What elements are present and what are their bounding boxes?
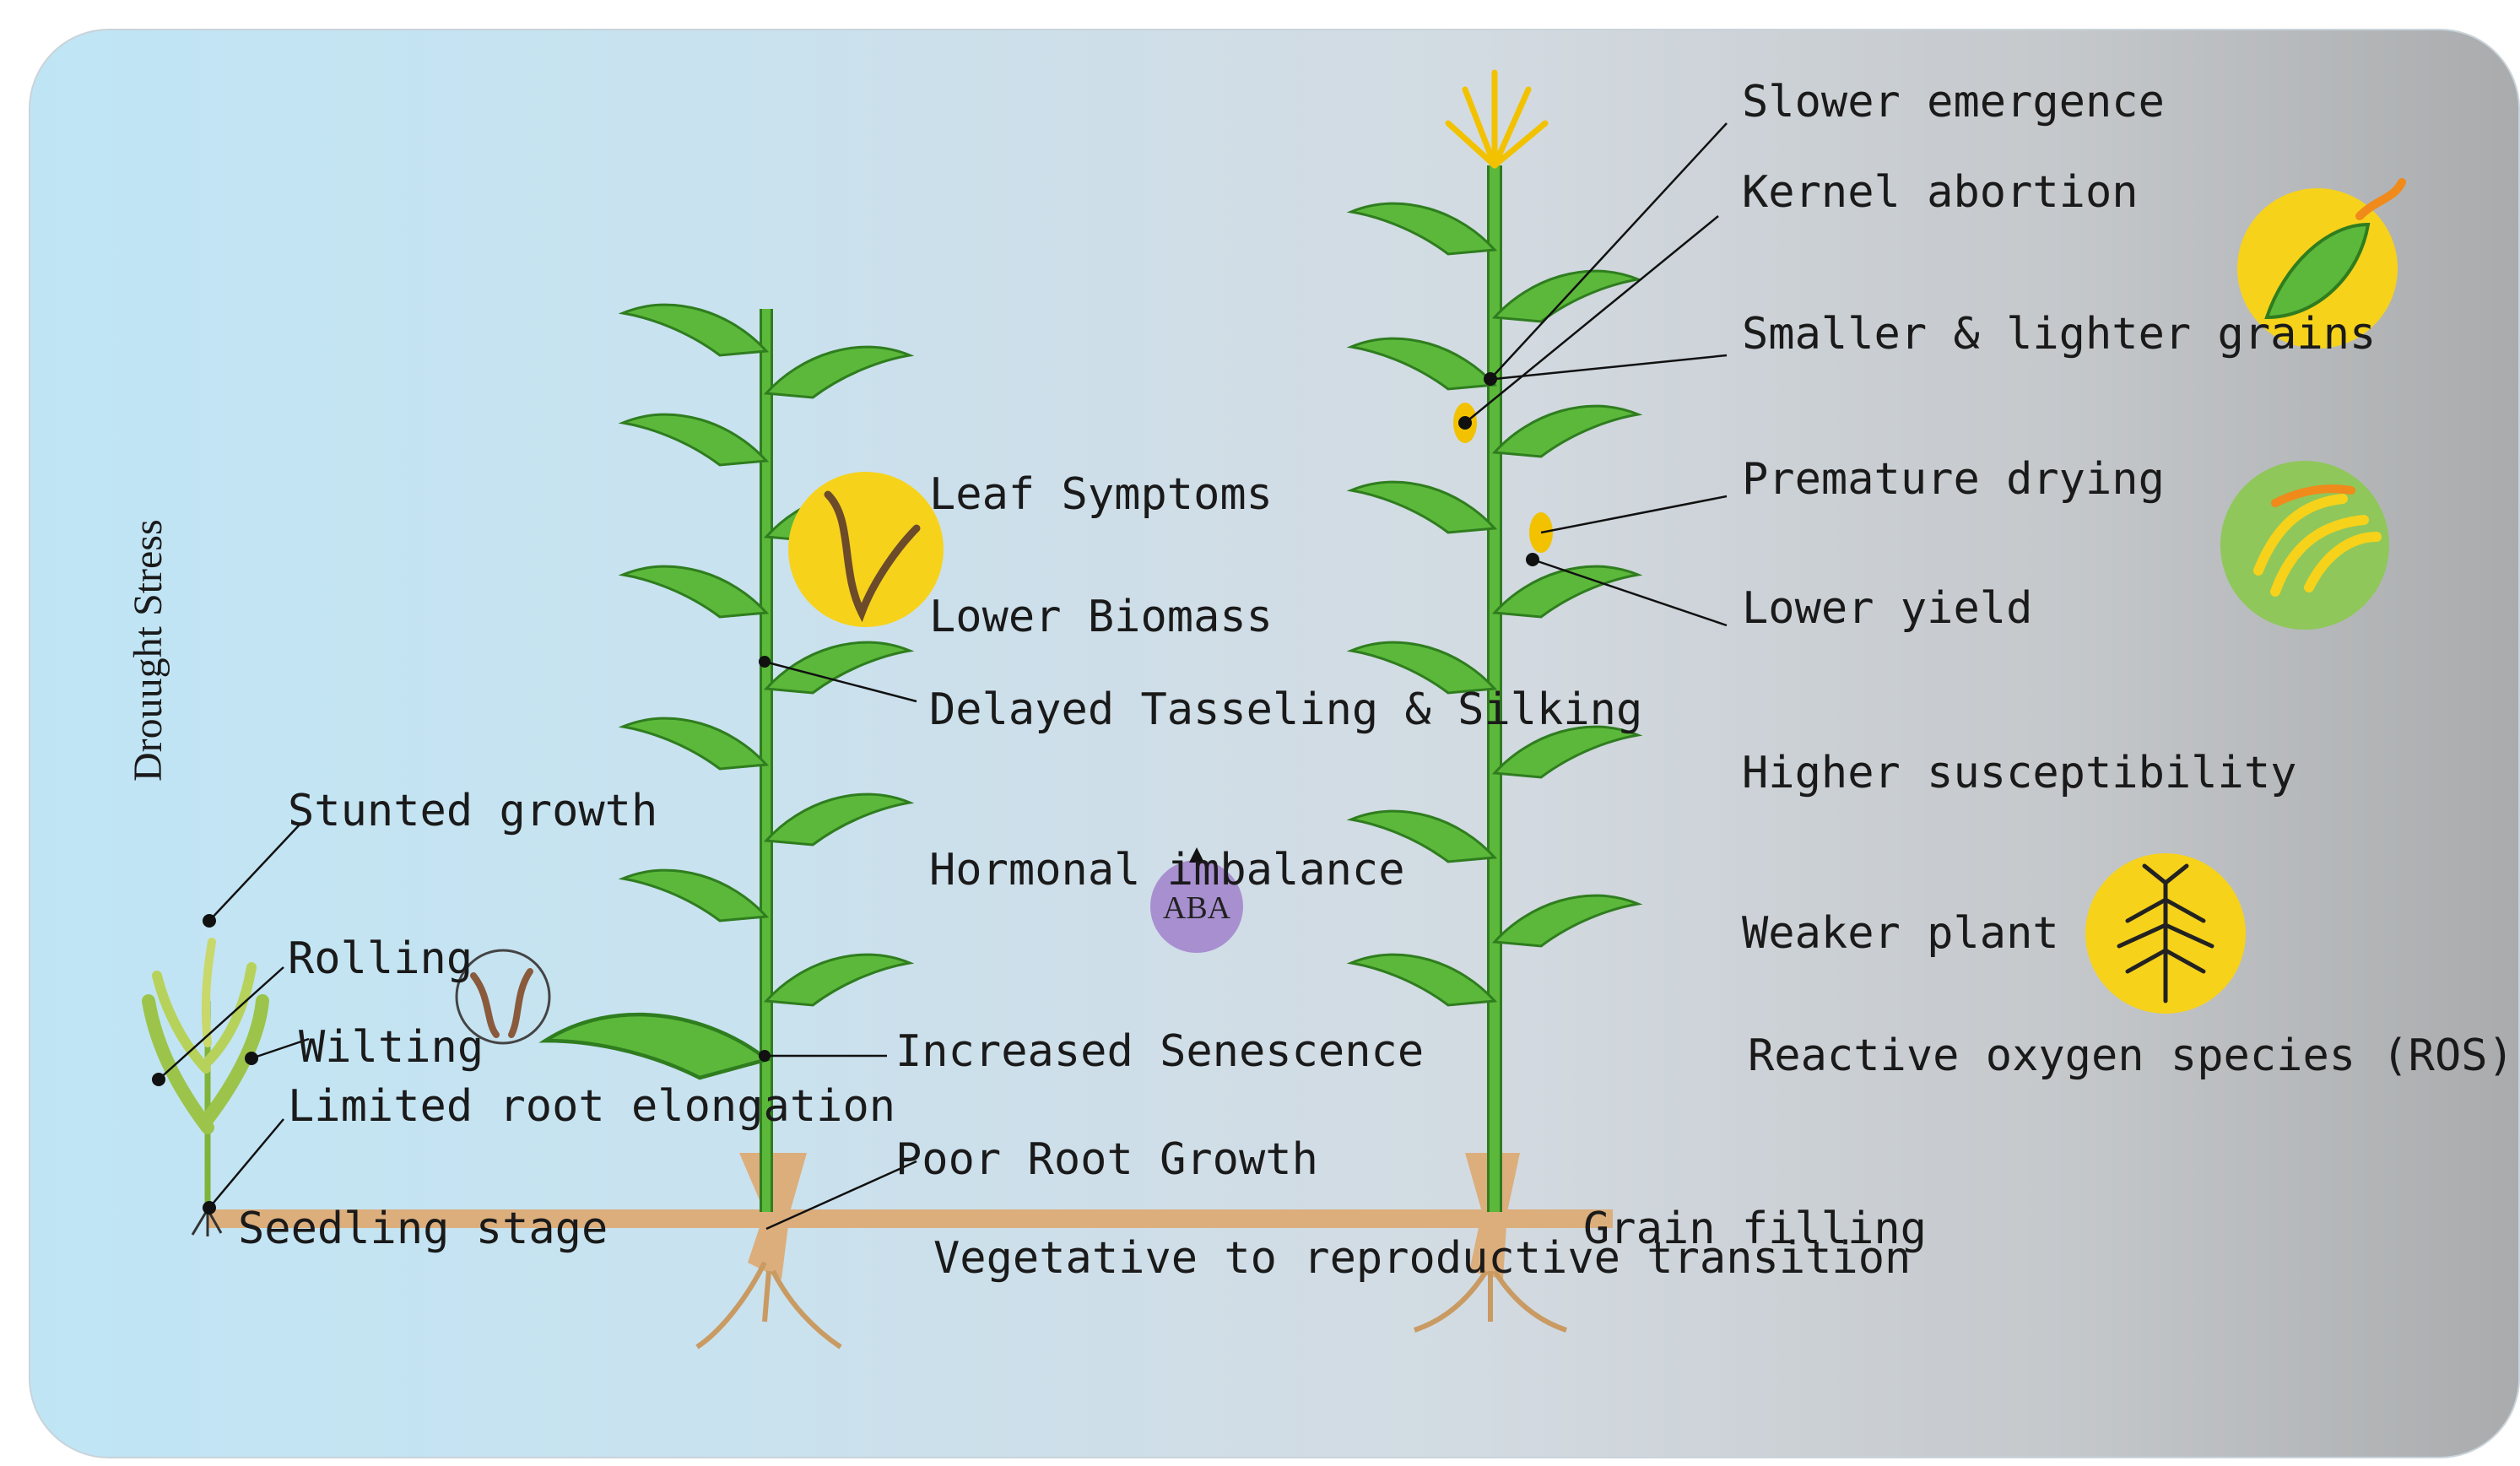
label-ros: Reactive oxygen species (ROS) [1748, 1031, 2514, 1081]
withered-leaf-icon [788, 472, 944, 627]
leader-lines [158, 122, 1728, 1231]
label-slower-emergence: Slower emergence [1742, 77, 2165, 127]
label-increased-senescence: Increased Senescence [895, 1026, 1425, 1077]
label-delayed-tasseling: Delayed Tasseling & Silking [929, 684, 1643, 735]
label-leaf-symptoms: Leaf Symptoms [929, 469, 1273, 520]
side-title: Drouught Stress [126, 519, 170, 782]
label-poor-root-growth: Poor Root Growth [895, 1134, 1318, 1185]
grain-filling-plant [1349, 69, 1640, 1333]
stage-grain-filling: Grain filling [1583, 1204, 1927, 1254]
aba-label: ABA [1163, 890, 1231, 926]
label-higher-susceptibility: Higher susceptibility [1742, 748, 2297, 798]
dry-husk-icon [2220, 461, 2389, 630]
label-stunted-growth: Stunted growth [288, 786, 658, 836]
diagram-scene: ABA [142, 69, 2406, 1350]
label-smaller-grains: Smaller & lighter grains [1742, 309, 2377, 360]
rolled-leaf-icon [455, 949, 551, 1045]
label-lower-biomass: Lower Biomass [929, 592, 1273, 642]
label-lower-yield: Lower yield [1742, 583, 2033, 634]
tassel-icon [1445, 69, 1549, 169]
label-limited-root: Limited root elongation [288, 1081, 896, 1132]
label-wilting: Wilting [299, 1022, 484, 1073]
label-rolling: Rolling [288, 933, 473, 984]
corn-cob-icon [2237, 178, 2406, 349]
marker-dots [152, 372, 1539, 1214]
stage-vegetative: Vegetative to reproductive transition [933, 1233, 1912, 1284]
label-weaker-plant: Weaker plant [1742, 908, 2059, 959]
seedling-plant [142, 938, 269, 1236]
weak-plant-icon [2085, 853, 2246, 1014]
label-premature-drying: Premature drying [1742, 454, 2165, 505]
label-kernel-abortion: Kernel abortion [1742, 167, 2139, 218]
stage-seedling: Seedling stage [238, 1204, 608, 1254]
aba-hormone-icon: ABA [1150, 847, 1243, 953]
soil-line [208, 1209, 1613, 1228]
diagram-panel: ABA Drouught Stress Stunted growth Rolli… [29, 29, 2520, 1458]
label-hormonal-imbalance: Hormonal imbalance [929, 845, 1405, 895]
